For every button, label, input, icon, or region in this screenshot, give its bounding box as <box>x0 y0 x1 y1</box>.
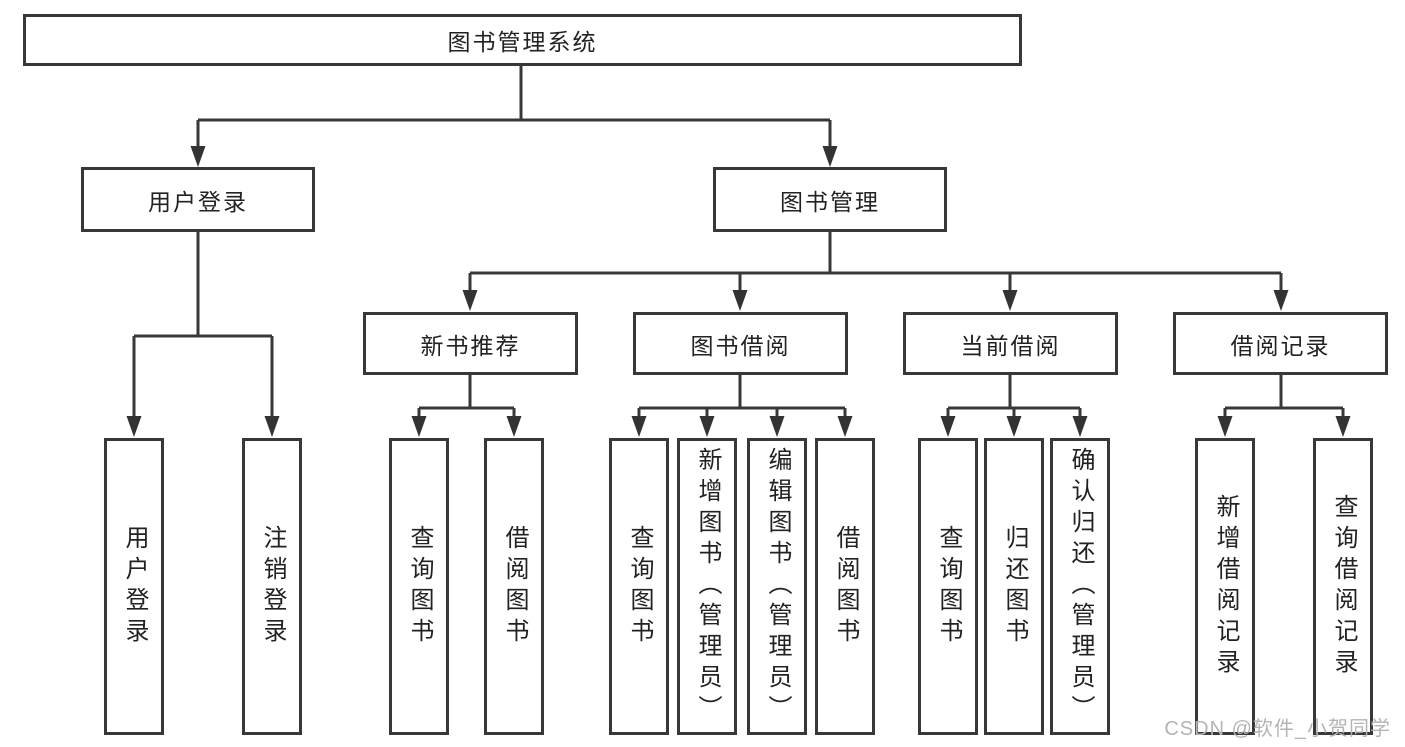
leaf-label: 查询图书 <box>935 524 962 649</box>
leaf-label: 编辑图书（管理员） <box>764 447 791 726</box>
leaf-label: 借阅图书 <box>501 524 528 649</box>
watermark: CSDN @软件_小贺同学 <box>1164 718 1391 740</box>
leaf-return-books: 归还图书 <box>984 438 1044 735</box>
leaf-label: 归还图书 <box>1001 524 1028 649</box>
leaf-label: 借阅图书 <box>832 524 859 649</box>
node-label: 用户登录 <box>148 188 248 215</box>
leaf-query-books-2: 查询图书 <box>609 438 669 735</box>
leaf-label: 查询图书 <box>626 524 653 649</box>
node-book-borrowing: 图书借阅 <box>633 312 848 375</box>
leaf-label: 查询借阅记录 <box>1330 493 1357 680</box>
leaf-query-borrow-record: 查询借阅记录 <box>1313 438 1373 735</box>
leaf-label: 注销登录 <box>259 524 286 649</box>
leaf-edit-book-admin: 编辑图书（管理员） <box>747 438 807 735</box>
leaf-add-borrow-record: 新增借阅记录 <box>1195 438 1255 735</box>
node-label: 当前借阅 <box>960 332 1061 359</box>
leaf-query-books-3: 查询图书 <box>918 438 978 735</box>
node-label: 图书管理 <box>780 188 880 215</box>
leaf-label: 查询图书 <box>406 524 433 649</box>
node-label: 借阅记录 <box>1230 332 1331 359</box>
leaf-user-login: 用户登录 <box>104 438 164 735</box>
node-label: 图书管理系统 <box>447 29 598 55</box>
node-new-book-recommend: 新书推荐 <box>363 312 578 375</box>
node-user-login: 用户登录 <box>81 167 315 232</box>
node-borrowing-records: 借阅记录 <box>1173 312 1388 375</box>
node-library-system: 图书管理系统 <box>23 14 1022 66</box>
leaf-borrow-books-2: 借阅图书 <box>815 438 875 735</box>
leaf-logout: 注销登录 <box>242 438 302 735</box>
node-current-borrowing: 当前借阅 <box>903 312 1118 375</box>
leaf-query-books-1: 查询图书 <box>389 438 449 735</box>
node-book-management: 图书管理 <box>713 167 947 232</box>
leaf-label: 用户登录 <box>121 524 148 649</box>
leaf-label: 确认归还（管理员） <box>1067 447 1094 726</box>
leaf-borrow-books-1: 借阅图书 <box>484 438 544 735</box>
node-label: 新书推荐 <box>420 332 521 359</box>
leaf-add-book-admin: 新增图书（管理员） <box>677 438 737 735</box>
node-label: 图书借阅 <box>690 332 791 359</box>
leaf-confirm-return-admin: 确认归还（管理员） <box>1050 438 1110 735</box>
leaf-label: 新增图书（管理员） <box>694 447 721 726</box>
leaf-label: 新增借阅记录 <box>1212 493 1239 680</box>
